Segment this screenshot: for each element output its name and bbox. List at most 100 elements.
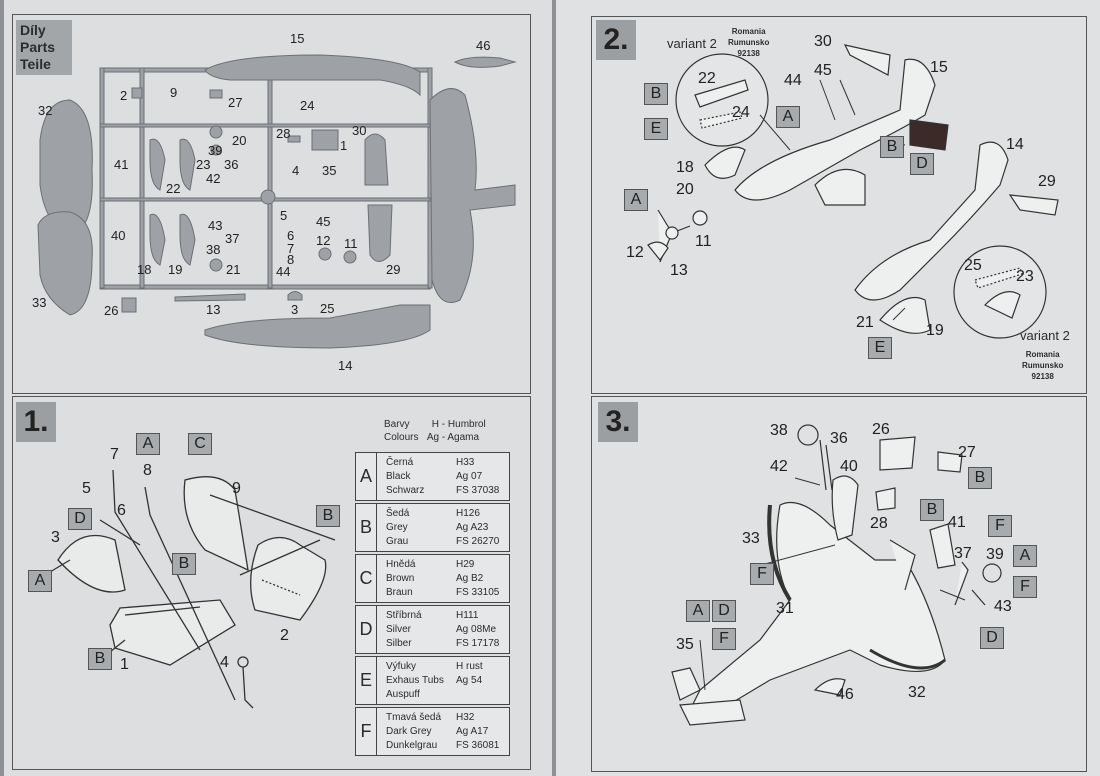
variant-sub-line: Romania	[731, 27, 766, 36]
colour-code-fs: FS 33105	[456, 587, 500, 598]
sprue-label: 32	[38, 103, 53, 118]
colour-name-de: Dunkelgrau	[386, 740, 438, 751]
colour-code-box: F	[712, 628, 736, 650]
sprue-label: 35	[322, 163, 337, 178]
colour-letter: E	[356, 657, 377, 704]
sprue-label: 27	[228, 95, 243, 110]
step3-label: 46	[836, 686, 854, 703]
colour-code-box: A	[776, 106, 800, 128]
sprue-label: 42	[206, 171, 221, 186]
sprue-panel	[12, 14, 531, 394]
colour-name-de: Braun	[386, 587, 413, 598]
sprue-label: 4	[292, 163, 300, 178]
colour-name-en: Brown	[386, 573, 415, 584]
colour-name-de: Silber	[386, 638, 412, 649]
colour-code-fs: FS 37038	[456, 485, 500, 496]
legend-humbrol: H - Humbrol	[431, 419, 486, 430]
variant-sub-line: 92138	[1031, 372, 1054, 381]
colour-name-cz: Výfuky	[386, 661, 417, 672]
step1-label: 6	[117, 502, 126, 519]
step2-label: 14	[1006, 136, 1024, 153]
colour-code-box: A	[136, 433, 160, 455]
colour-code-box: F	[1013, 576, 1037, 598]
colour-code-h: H126	[456, 508, 480, 519]
sprue-label: 18	[137, 262, 152, 277]
colour-code-box: D	[910, 153, 934, 175]
sprue-label: 37	[225, 231, 240, 246]
step1-label: 8	[143, 462, 152, 479]
step1-label: 5	[82, 480, 91, 497]
step2-label: 15	[930, 59, 948, 76]
colour-name-en: Silver	[386, 624, 412, 635]
sprue-label: 36	[224, 157, 239, 172]
sprue-label: 3	[291, 302, 299, 317]
colour-code-fs: FS 36081	[456, 740, 500, 751]
colour-legend: Barvy H - Humbrol Colours Ag - Agama	[384, 418, 486, 444]
sprue-label: 26	[104, 303, 119, 318]
step2-label: 19	[926, 322, 944, 339]
variant-sub: Romania Rumunsko 92138	[728, 26, 769, 59]
colour-code-box: D	[712, 600, 736, 622]
step2-label: 20	[676, 181, 694, 198]
step2-label: 30	[814, 33, 832, 50]
step2-label: 11	[695, 233, 712, 250]
colour-code-box: B	[880, 136, 904, 158]
step2-label: 12	[626, 244, 644, 261]
step2-label: 25	[964, 257, 982, 274]
sprue-label: 29	[386, 262, 401, 277]
header-en: Parts	[20, 39, 56, 55]
colour-letter: D	[356, 606, 377, 653]
step1-label: 4	[220, 654, 229, 671]
colour-code-ag: Ag A17	[456, 726, 489, 737]
step2-label: 13	[670, 262, 688, 279]
sprue-label: 15	[290, 31, 305, 46]
sprue-label: 7	[287, 241, 295, 256]
sprue-label: 14	[338, 358, 353, 373]
colour-name-de: Auspuff	[386, 689, 420, 700]
colour-code-box: F	[750, 563, 774, 585]
sprue-label: 46	[476, 38, 491, 53]
colour-code-ag: Ag 07	[456, 471, 483, 482]
colour-code-box: F	[988, 515, 1012, 537]
step1-panel	[12, 396, 531, 770]
colour-letter: B	[356, 504, 377, 551]
colour-code-ag: Ag 08Me	[456, 624, 497, 635]
variant-sub-line: Rumunsko	[1022, 361, 1064, 370]
step2-label: 44	[784, 72, 802, 89]
step3-label: 41	[948, 514, 966, 531]
colour-code-box: E	[868, 337, 892, 359]
colour-code-box: D	[68, 508, 92, 530]
step1-label: 1	[120, 656, 129, 673]
sprue-label: 11	[344, 236, 358, 251]
colour-name-en: Dark Grey	[386, 726, 432, 737]
sprue-label: 19	[168, 262, 183, 277]
sprue-label: 43	[208, 218, 223, 233]
variant-label: variant 2	[667, 36, 717, 51]
legend-colours: Colours	[384, 432, 419, 443]
step3-label: 39	[986, 546, 1004, 563]
step3-label: 36	[830, 430, 848, 447]
step1-label: 7	[110, 446, 119, 463]
colour-code-box: D	[980, 627, 1004, 649]
step2-number: 2.	[596, 20, 636, 60]
colour-code-box: B	[316, 505, 340, 527]
colour-name-cz: Hnědá	[386, 559, 416, 570]
sprue-label: 22	[166, 181, 181, 196]
step1-label: 9	[232, 480, 241, 497]
sprue-label: 12	[316, 233, 331, 248]
colour-code-box: B	[968, 467, 992, 489]
variant-sub: Romania Rumunsko 92138	[1022, 349, 1063, 382]
colour-code-h: H33	[456, 457, 475, 468]
colour-code-box: A	[1013, 545, 1037, 567]
colour-name-de: Schwarz	[386, 485, 425, 496]
colour-name-en: Grey	[386, 522, 408, 533]
step3-label: 31	[776, 600, 794, 617]
sprue-label: 9	[170, 85, 178, 100]
step3-label: 32	[908, 684, 926, 701]
